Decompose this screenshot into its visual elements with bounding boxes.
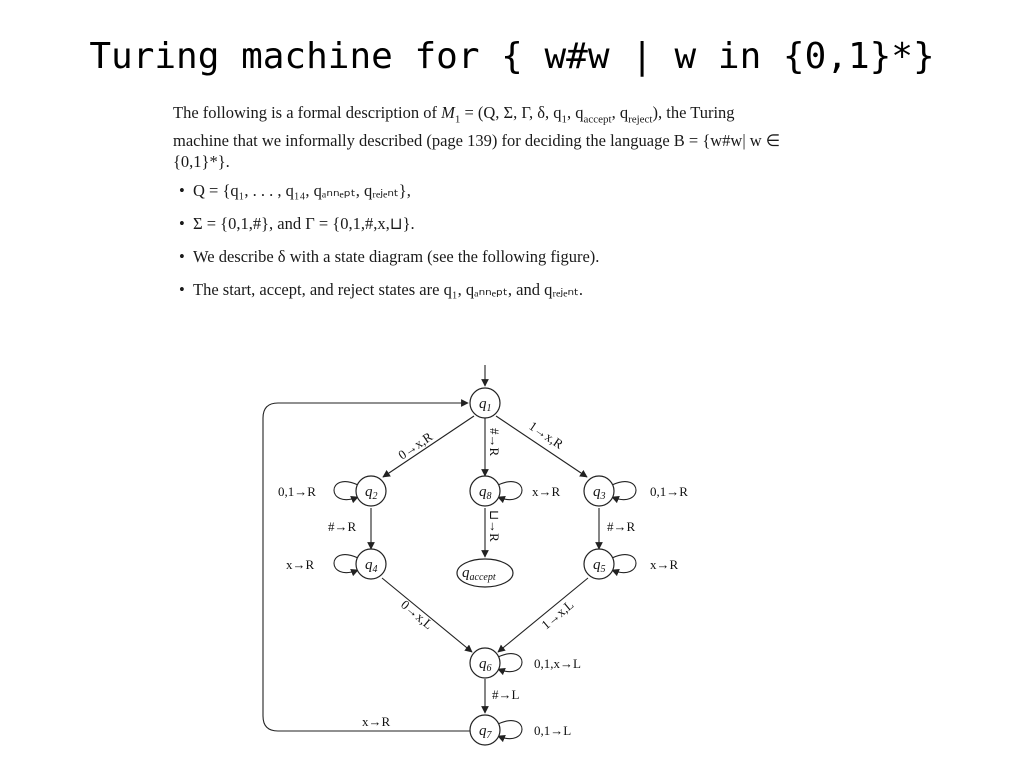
loop-q2	[333, 481, 359, 504]
state-qaccept: qaccept	[456, 558, 514, 588]
state-q8: q8	[469, 475, 501, 507]
label-q1-q8: #→R	[487, 428, 502, 457]
label-q2-loop: 0,1→R	[278, 484, 316, 499]
lead-tuple-open: = (Q, Σ, Γ, δ, q	[460, 103, 562, 122]
label-q6-loop: 0,1,x→L	[534, 656, 581, 671]
label-q3-q5: #→R	[607, 519, 636, 534]
svg-text:q7: q7	[479, 723, 493, 741]
definition-list: Q = {q₁, . . . , q₁₄, qₐₙₙₑₚₜ, qᵣₑⱼₑₙₜ},…	[173, 180, 793, 300]
lead-accept-sub: accept	[583, 113, 612, 126]
svg-text:q1: q1	[479, 396, 492, 414]
lead-prefix: The following is a formal description of	[173, 103, 442, 122]
lead-tuple-mid2: , q	[611, 103, 629, 122]
svg-text:q6: q6	[479, 656, 492, 674]
label-q7-loop: 0,1→L	[534, 723, 571, 738]
bullet-alphabets: Σ = {0,1,#}, and Γ = {0,1,#,x,⊔}.	[179, 213, 793, 234]
edge-q5-q6	[497, 577, 589, 653]
state-q2: q2	[355, 475, 387, 507]
label-q2-q4: #→R	[328, 519, 357, 534]
state-q3: q3	[583, 475, 615, 507]
slide-title: Turing machine for { w#w | w in {0,1}*}	[89, 36, 935, 77]
state-q1: q1	[469, 387, 501, 419]
svg-text:q4: q4	[365, 557, 378, 575]
label-q6-q7: #→L	[492, 687, 520, 702]
state-q4: q4	[355, 548, 387, 580]
svg-text:q3: q3	[593, 484, 606, 502]
loop-q6	[497, 653, 523, 676]
lead-tuple-mid1: , q	[566, 103, 584, 122]
state-q5: q5	[583, 548, 615, 580]
bullet-special-states: The start, accept, and reject states are…	[179, 279, 793, 300]
edge-q1-q2	[382, 415, 475, 478]
svg-text:q2: q2	[365, 484, 378, 502]
label-q3-loop: 0,1→R	[650, 484, 688, 499]
lead-q1-sub: 1	[561, 113, 567, 126]
state-diagram: q1 q2 q8 q3 q4 q5 qaccept q6 q7 0→x,R #→…	[262, 365, 688, 746]
edge-q4-q6	[381, 577, 473, 653]
svg-text:qaccept: qaccept	[462, 565, 496, 583]
label-q5-loop: x→R	[650, 557, 679, 572]
lead-machine: M	[441, 103, 455, 122]
state-q6: q6	[469, 647, 501, 679]
loop-q8	[497, 481, 523, 504]
loop-q7	[497, 720, 523, 743]
label-q7-q1: x→R	[362, 714, 391, 729]
label-q8-qaccept: ⊔→R	[487, 510, 502, 542]
label-q4-loop: x→R	[286, 557, 315, 572]
lead-reject-sub: reject	[628, 113, 653, 126]
edge-q1-q3	[495, 415, 588, 478]
loop-q4	[333, 554, 359, 577]
lead-language: B = {w#w| w ∈ {0,1}*}.	[173, 131, 781, 172]
description-lead: The following is a formal description of…	[173, 102, 793, 172]
lead-machine-sub: 1	[454, 113, 461, 126]
loop-q3	[611, 481, 637, 504]
bullet-delta: We describe δ with a state diagram (see …	[179, 246, 793, 267]
label-q4-q6: 0→x,L	[398, 597, 436, 632]
edge-q7-q1	[262, 399, 470, 732]
loop-q5	[611, 554, 637, 577]
label-q1-q3: 1→x,R	[526, 418, 566, 452]
formal-description: The following is a formal description of…	[173, 102, 793, 312]
state-q7: q7	[469, 714, 501, 746]
svg-text:q8: q8	[479, 484, 492, 502]
svg-text:q5: q5	[593, 557, 606, 575]
lead-tuple-close: ), the Turing machine that we informally…	[173, 103, 735, 151]
label-q8-loop: x→R	[532, 484, 561, 499]
bullet-states: Q = {q₁, . . . , q₁₄, qₐₙₙₑₚₜ, qᵣₑⱼₑₙₜ},	[179, 180, 793, 201]
